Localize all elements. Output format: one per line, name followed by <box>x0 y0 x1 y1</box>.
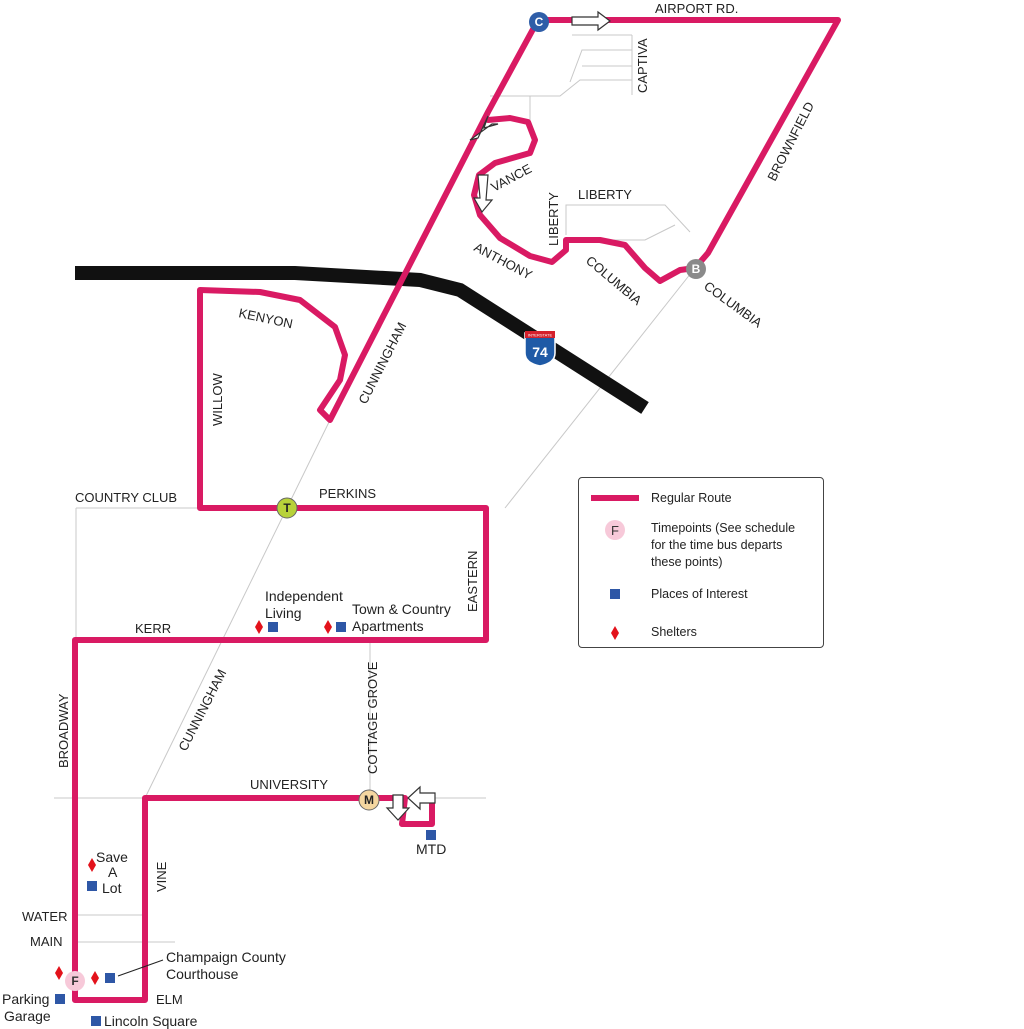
street-label-willow: WILLOW <box>210 373 225 426</box>
street-label-kerr: KERR <box>135 621 171 636</box>
timepoint-t[interactable]: T <box>276 497 298 519</box>
interstate-shield-number: 74 <box>532 344 548 360</box>
legend-row-timepoints: F Timepoints (See schedule for the time … <box>579 520 823 571</box>
place-lincoln-square: Lincoln Square <box>104 1013 198 1029</box>
poi-icon <box>87 881 97 891</box>
timepoint-m[interactable]: M <box>358 789 380 811</box>
poi-icon <box>426 830 436 840</box>
street-label-country-club: COUNTRY CLUB <box>75 490 177 505</box>
timepoint-f-letter: F <box>71 974 78 988</box>
bus-route <box>72 17 841 1003</box>
street-label-anthony: ANTHONY <box>472 239 535 282</box>
poi-icon <box>91 1016 101 1026</box>
place-mtd: MTD <box>416 841 446 857</box>
place-labels: Independent Living Town & Country Apartm… <box>2 588 451 1029</box>
street-label-elm: ELM <box>156 992 183 1007</box>
timepoint-t-letter: T <box>283 501 291 515</box>
poi-icon <box>336 622 346 632</box>
interstate-shield: INTERSTATE 74 <box>524 331 556 367</box>
arrow-down-icon <box>472 174 494 214</box>
place-independent-line2: Living <box>265 605 302 621</box>
legend-row-shelters: Shelters <box>579 624 823 641</box>
street-label-captiva: CAPTIVA <box>635 38 650 93</box>
arrow-right-icon <box>571 10 611 32</box>
legend-places-label: Places of Interest <box>651 587 748 601</box>
legend-row-route: Regular Route <box>579 490 823 507</box>
shelter-icon <box>88 858 96 872</box>
timepoint-b-letter: B <box>692 262 701 276</box>
shelter-icon <box>55 966 63 980</box>
place-parking-line1: Parking <box>2 991 49 1007</box>
place-town-line2: Apartments <box>352 618 424 634</box>
street-label-vine: VINE <box>154 861 169 892</box>
route-swatch <box>591 495 639 501</box>
direction-arrows <box>385 10 611 821</box>
street-label-liberty-h: LIBERTY <box>578 187 632 202</box>
arrow-down-icon-mtd <box>385 794 411 821</box>
street-label-main: MAIN <box>30 934 63 949</box>
place-independent-line1: Independent <box>265 588 343 604</box>
shelter-icon <box>255 620 263 634</box>
timepoint-c-letter: C <box>535 15 544 29</box>
street-label-kenyon: KENYON <box>237 305 294 331</box>
street-label-university: UNIVERSITY <box>250 777 328 792</box>
timepoint-b[interactable]: B <box>686 259 706 279</box>
shelter-icon <box>324 620 332 634</box>
map-legend: Regular Route F Timepoints (See schedule… <box>578 477 824 648</box>
street-label-water: WATER <box>22 909 68 924</box>
shelter-swatch-icon <box>611 626 619 640</box>
poi-icon <box>55 994 65 1004</box>
interstate-shield-top: INTERSTATE <box>528 333 553 338</box>
legend-row-places: Places of Interest <box>579 586 823 603</box>
street-label-cottage-grove: COTTAGE GROVE <box>365 661 380 774</box>
poi-icon <box>105 973 115 983</box>
legend-shelters-label: Shelters <box>651 625 697 639</box>
arrow-left-icon-mtd <box>407 785 436 811</box>
timepoint-c[interactable]: C <box>529 12 549 32</box>
place-courthouse-line2: Courthouse <box>166 966 239 982</box>
timepoint-swatch: F <box>605 520 625 540</box>
timepoint-f[interactable]: F <box>65 971 85 991</box>
poi-swatch-icon <box>610 589 620 599</box>
arrow-left-icon <box>469 115 499 141</box>
place-parking-line2: Garage <box>4 1008 51 1024</box>
shelters <box>55 620 332 985</box>
legend-route-label: Regular Route <box>651 491 732 505</box>
legend-timepoints-label: Timepoints (See schedule for the time bu… <box>651 521 796 569</box>
timepoints: C B T M F <box>65 12 706 991</box>
poi-icon <box>268 622 278 632</box>
interstate-74 <box>75 266 649 414</box>
street-label-columbia-2: COLUMBIA <box>701 278 765 330</box>
street-label-liberty-v: LIBERTY <box>546 192 561 246</box>
street-label-perkins: PERKINS <box>319 486 376 501</box>
street-label-airport: AIRPORT RD. <box>655 1 738 16</box>
timepoint-m-letter: M <box>364 793 374 807</box>
street-label-cunningham-n: CUNNINGHAM <box>355 320 409 407</box>
place-save-line1: Save <box>96 849 128 865</box>
place-courthouse-line1: Champaign County <box>166 949 286 965</box>
place-save-line2: A <box>108 864 118 880</box>
courthouse-leader-line <box>117 959 164 977</box>
shelter-icon <box>91 971 99 985</box>
places-of-interest <box>55 622 436 1026</box>
place-save-line3: Lot <box>102 880 122 896</box>
place-town-line1: Town & Country <box>352 601 451 617</box>
street-label-broadway: BROADWAY <box>56 693 71 768</box>
street-label-eastern: EASTERN <box>465 551 480 612</box>
